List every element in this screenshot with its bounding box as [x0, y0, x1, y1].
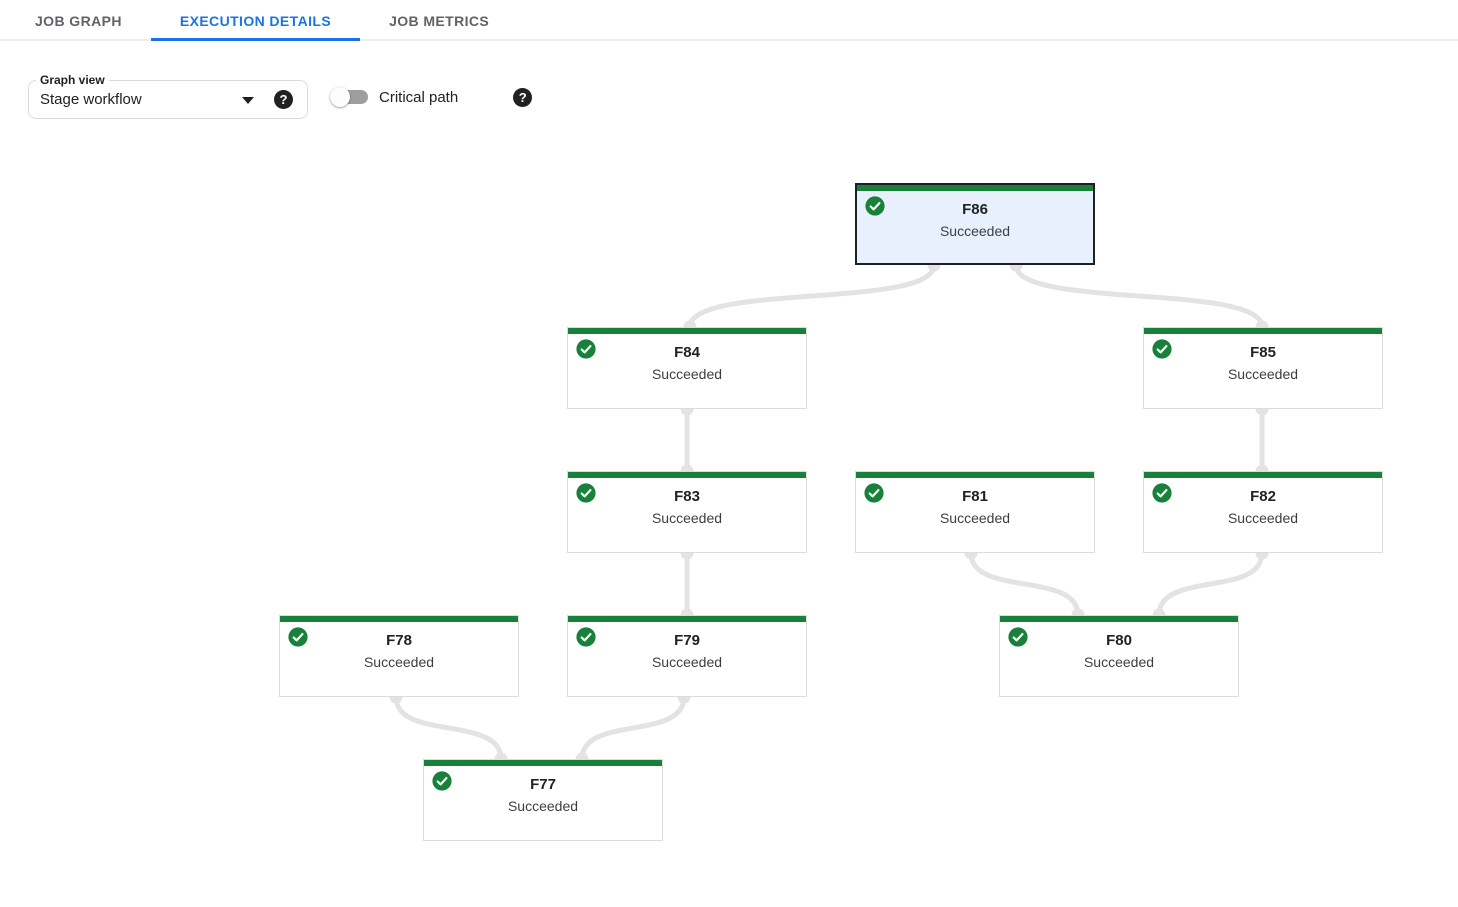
critical-path-label: Critical path	[379, 88, 459, 106]
edge-F86-F85	[1013, 262, 1265, 330]
status-bar	[1144, 472, 1382, 478]
edge-F86-F84	[687, 262, 937, 330]
critical-path-help-icon[interactable]: ?	[513, 87, 533, 107]
stage-status: Succeeded	[651, 366, 723, 382]
status-bar	[1000, 616, 1238, 622]
check-circle-icon	[576, 339, 596, 359]
edge-F82-F80	[1156, 550, 1265, 618]
stage-name: F82	[1250, 488, 1276, 505]
stage-node-f80[interactable]: F80 Succeeded	[999, 615, 1239, 697]
graph-view-select[interactable]: Graph view Stage workflow ?	[28, 73, 308, 119]
tab-job-metrics[interactable]: JOB METRICS	[389, 12, 490, 29]
check-circle-icon	[288, 627, 308, 647]
critical-path-toggle[interactable]	[330, 86, 369, 108]
stage-status: Succeeded	[1227, 366, 1299, 382]
stage-status: Succeeded	[939, 510, 1011, 526]
check-circle-icon	[576, 627, 596, 647]
check-circle-icon	[1152, 339, 1172, 359]
check-circle-icon	[865, 196, 885, 216]
status-bar	[424, 760, 662, 766]
graph-view-field-label: Graph view	[36, 73, 109, 87]
stage-node-f79[interactable]: F79 Succeeded	[567, 615, 807, 697]
stage-name: F81	[962, 488, 988, 505]
stage-node-f86[interactable]: F86 Succeeded	[855, 183, 1095, 265]
edge-F78-F77	[393, 694, 504, 762]
stage-node-f84[interactable]: F84 Succeeded	[567, 327, 807, 409]
status-bar	[856, 472, 1094, 478]
check-circle-icon	[576, 483, 596, 503]
stage-name: F77	[530, 776, 556, 793]
tab-execution-details[interactable]: EXECUTION DETAILS	[151, 0, 360, 41]
status-bar	[1144, 328, 1382, 334]
edge-F81-F80	[968, 550, 1081, 618]
stage-status: Succeeded	[363, 654, 435, 670]
stage-node-f81[interactable]: F81 Succeeded	[855, 471, 1095, 553]
stage-name: F85	[1250, 344, 1276, 361]
stage-name: F84	[674, 344, 700, 361]
chevron-down-icon	[242, 97, 254, 104]
stage-status: Succeeded	[651, 510, 723, 526]
stage-status: Succeeded	[507, 798, 579, 814]
critical-path-control: Critical path ?	[330, 86, 533, 108]
check-circle-icon	[432, 771, 452, 791]
tab-bar: JOB GRAPH EXECUTION DETAILS JOB METRICS	[0, 0, 1458, 41]
status-bar	[568, 472, 806, 478]
check-circle-icon	[1152, 483, 1172, 503]
status-bar	[857, 185, 1093, 191]
status-bar	[280, 616, 518, 622]
stage-name: F80	[1106, 632, 1132, 649]
status-bar	[568, 328, 806, 334]
toggle-thumb	[330, 87, 350, 107]
graph-view-selected-value: Stage workflow	[40, 91, 142, 108]
check-circle-icon	[864, 483, 884, 503]
stage-node-f78[interactable]: F78 Succeeded	[279, 615, 519, 697]
edge-F79-F77	[579, 694, 687, 762]
stage-node-f85[interactable]: F85 Succeeded	[1143, 327, 1383, 409]
stage-name: F83	[674, 488, 700, 505]
graph-view-help-icon[interactable]: ?	[274, 90, 293, 109]
stage-status: Succeeded	[1227, 510, 1299, 526]
stage-node-f83[interactable]: F83 Succeeded	[567, 471, 807, 553]
stage-node-f82[interactable]: F82 Succeeded	[1143, 471, 1383, 553]
stage-name: F78	[386, 632, 412, 649]
stage-status: Succeeded	[939, 223, 1011, 239]
stage-name: F86	[962, 201, 988, 218]
stage-status: Succeeded	[1083, 654, 1155, 670]
stage-name: F79	[674, 632, 700, 649]
stage-node-f77[interactable]: F77 Succeeded	[423, 759, 663, 841]
check-circle-icon	[1008, 627, 1028, 647]
tab-job-graph[interactable]: JOB GRAPH	[35, 12, 122, 29]
stage-status: Succeeded	[651, 654, 723, 670]
status-bar	[568, 616, 806, 622]
